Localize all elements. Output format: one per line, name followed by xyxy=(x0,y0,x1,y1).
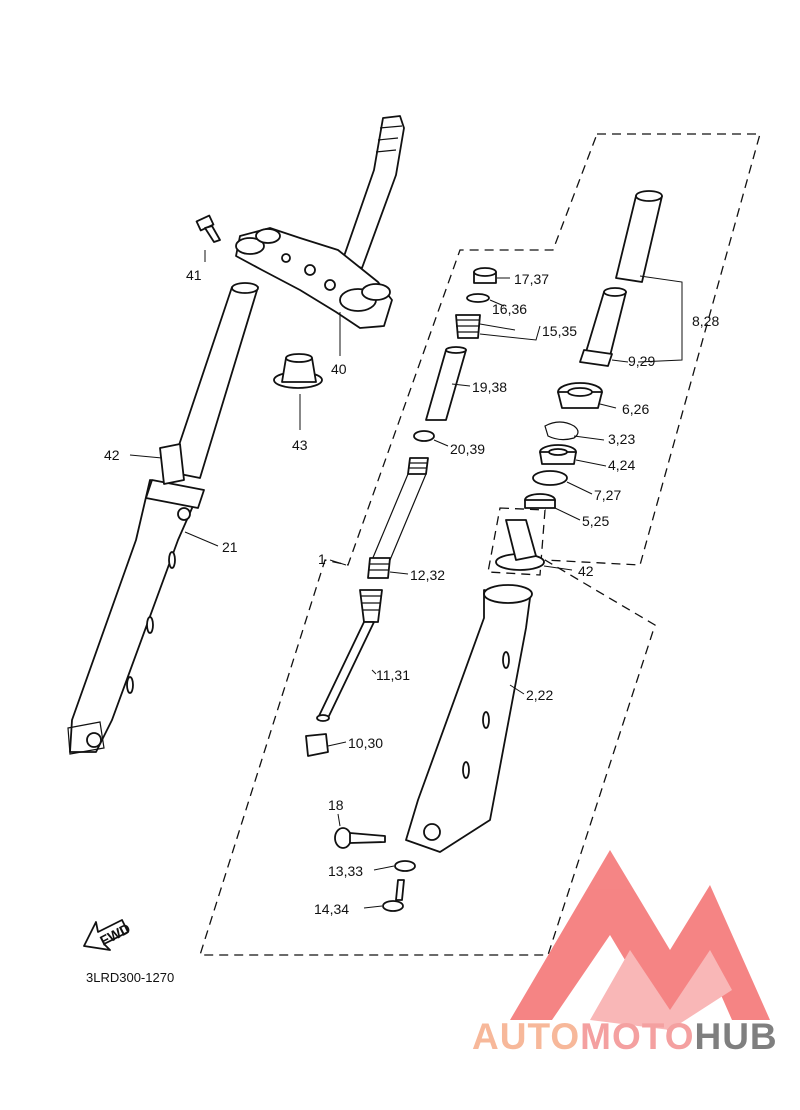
inner-tube-8 xyxy=(579,190,663,367)
bolt-14 xyxy=(382,879,405,912)
under-bracket xyxy=(235,227,393,329)
callout-20-39: 20,39 xyxy=(450,441,485,457)
fwd-label: FWD xyxy=(97,920,133,949)
callout-15-35: 15,35 xyxy=(542,323,577,339)
taper-spindle-10 xyxy=(305,733,329,757)
callout-14-34: 14,34 xyxy=(314,901,349,917)
callout-40: 40 xyxy=(331,361,347,377)
washer-7 xyxy=(532,470,568,486)
callout-9-29: 9,29 xyxy=(628,353,655,369)
guide-42 xyxy=(495,519,545,571)
spacer-19 xyxy=(425,346,467,421)
assembly-boundary-outer xyxy=(199,133,761,956)
callout-21: 21 xyxy=(222,539,238,555)
watermark-part-auto: AUTO xyxy=(472,1016,581,1057)
callout-2-22: 2,22 xyxy=(526,687,553,703)
callout-42-left: 42 xyxy=(104,447,120,463)
washer-13 xyxy=(394,860,416,872)
bolt-41 xyxy=(195,214,221,243)
callout-10-30: 10,30 xyxy=(348,735,383,751)
callout-17-37: 17,37 xyxy=(514,271,549,287)
callout-18: 18 xyxy=(328,797,344,813)
callout-16-36: 16,36 xyxy=(492,301,527,317)
leader-lines xyxy=(129,250,683,909)
callout-13-33: 13,33 xyxy=(328,863,363,879)
bolt-18 xyxy=(334,827,386,849)
callout-7-27: 7,27 xyxy=(594,487,621,503)
collar-43 xyxy=(273,353,323,389)
automotohub-logo-icon xyxy=(510,850,770,1035)
callout-42-right: 42 xyxy=(578,563,594,579)
watermark-part-moto: MOTO xyxy=(580,1016,695,1057)
fork-spring-12 xyxy=(367,457,429,579)
oil-seal-4 xyxy=(539,444,577,465)
fwd-arrow-icon: FWD xyxy=(83,919,133,951)
assembly-boundary-inner xyxy=(487,507,546,576)
washer-20 xyxy=(413,430,435,442)
dust-seal-6 xyxy=(557,382,603,409)
watermark-part-hub: HUB xyxy=(694,1016,778,1057)
cap-bolt-17 xyxy=(473,267,497,284)
callout-43: 43 xyxy=(292,437,308,453)
clip-3 xyxy=(544,421,579,441)
adjuster-15 xyxy=(455,314,481,339)
callout-19-38: 19,38 xyxy=(472,379,507,395)
outer-tube-2 xyxy=(405,584,533,853)
callout-3-23: 3,23 xyxy=(608,431,635,447)
damper-rod-11 xyxy=(316,589,383,722)
steering-stem xyxy=(341,115,405,269)
watermark-text: AUTOMOTOHUB xyxy=(472,1016,778,1058)
callout-41: 41 xyxy=(186,267,202,283)
callout-4-24: 4,24 xyxy=(608,457,635,473)
left-fork-assembly xyxy=(67,282,259,755)
callout-11-31: 11,31 xyxy=(376,667,410,683)
callout-1: 1 xyxy=(318,551,326,567)
diagram-code: 3LRD300-1270 xyxy=(86,970,174,985)
o-ring-16 xyxy=(466,293,490,303)
callout-12-32: 12,32 xyxy=(410,567,445,583)
callout-5-25: 5,25 xyxy=(582,513,609,529)
callout-8-28: 8,28 xyxy=(692,313,719,329)
callout-6-26: 6,26 xyxy=(622,401,649,417)
bushing-5 xyxy=(524,493,556,509)
